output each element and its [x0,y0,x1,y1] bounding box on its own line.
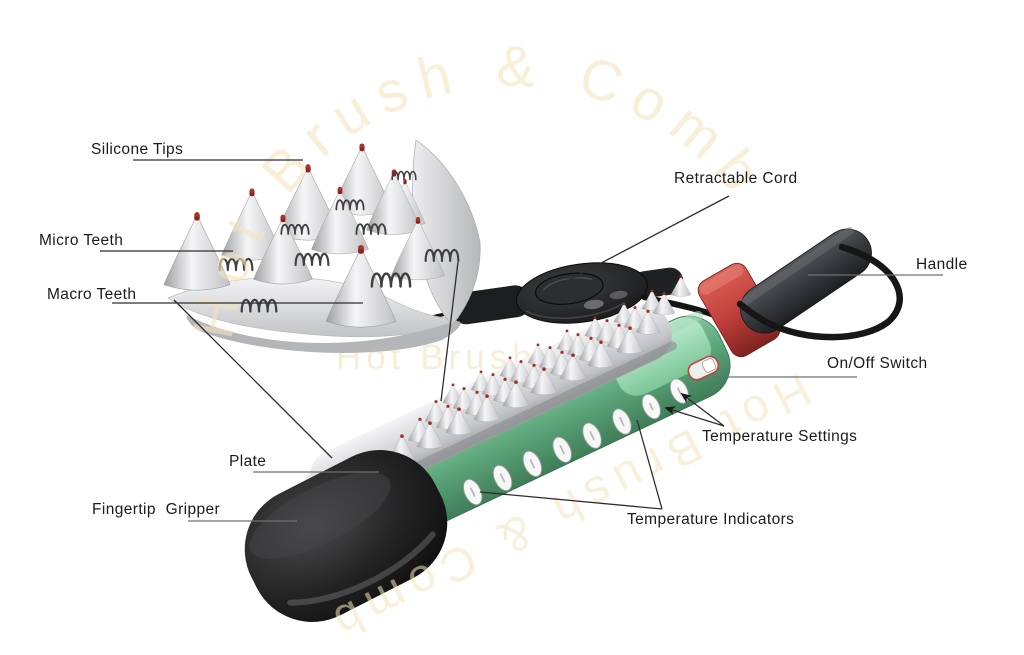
zoom-connector-right [440,261,459,402]
leader-lines [100,159,943,522]
detail-base-lip [186,315,461,353]
leader-temp-setting-2 [680,392,725,427]
label-temperature-settings: Temperature Settings [702,428,858,445]
label-fingertip-gripper: Fingertip Gripper [92,501,221,518]
label-temperature-indicators: Temperature Indicators [627,511,795,528]
label-micro-teeth: Micro Teeth [39,232,124,249]
leader-temp-indicator-2 [636,419,663,510]
leader-retractable-cord [562,195,730,284]
label-macro-teeth: Macro Teeth [47,286,137,303]
label-on-off-switch: On/Off Switch [827,355,928,372]
label-plate: Plate [229,453,267,470]
label-retractable-cord: Retractable Cord [674,170,798,187]
leader-temp-indicator-1 [479,491,663,510]
on-off-switch-control [687,355,720,381]
accent-band [697,262,781,358]
label-handle: Handle [916,256,968,273]
label-silicone-tips: Silicone Tips [91,141,184,158]
zoom-connector-left [173,299,333,459]
cord-loop [736,243,903,341]
temperature-indicator-lights [463,408,632,506]
leader-temp-setting-1 [664,406,725,427]
fingertip-gripper-pad [244,450,448,622]
handle-grip [739,227,872,334]
magnifier-detail [163,139,481,353]
